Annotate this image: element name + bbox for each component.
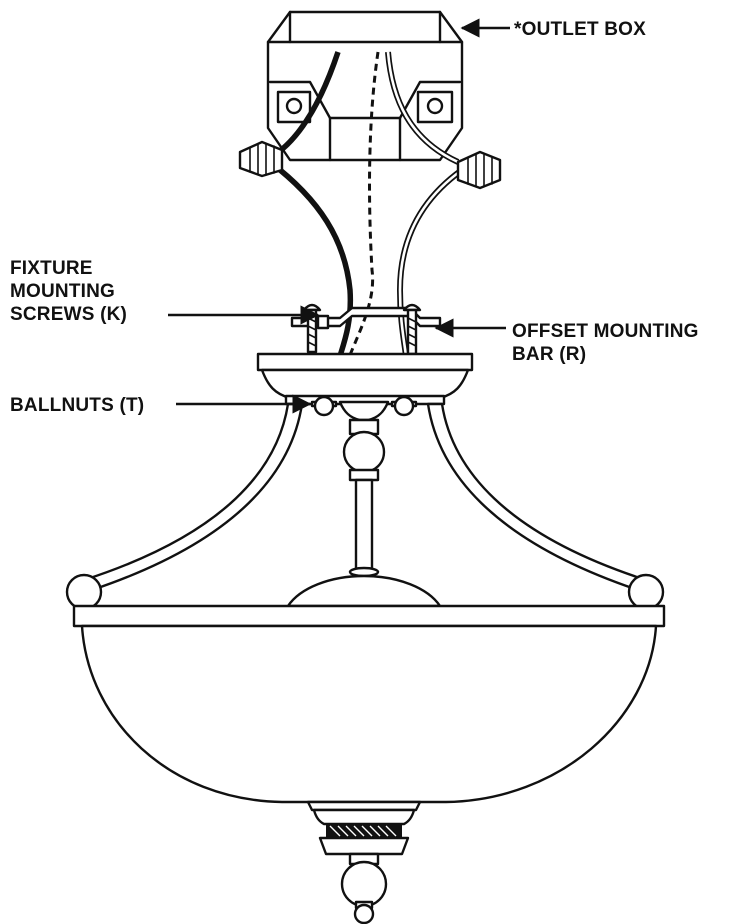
ballnut-left [310, 395, 338, 417]
glass-bowl [80, 624, 658, 804]
bottom-finial [306, 800, 422, 924]
fixture-screws-label-line3: SCREWS (K) [10, 304, 127, 325]
offset-bar-label-line2: BAR (R) [512, 344, 586, 365]
wire-nut-right [456, 150, 502, 190]
canopy [256, 352, 474, 406]
fixture-mounting-screw-right [402, 303, 422, 356]
arm-finial-right [627, 573, 665, 611]
outlet-box-label: *OUTLET BOX [514, 19, 646, 40]
wires [268, 51, 464, 357]
offset-bar-label-line1: OFFSET MOUNTING [512, 321, 699, 342]
ballnuts-label: BALLNUTS (T) [10, 395, 144, 416]
center-stem [338, 400, 390, 578]
fixture-screws-label-line1: FIXTURE [10, 258, 93, 279]
wire-nut-left [238, 140, 284, 178]
fixture-screws-label-line2: MOUNTING [10, 281, 115, 302]
glass-support-ring [72, 604, 666, 628]
ballnut-right [390, 395, 418, 417]
arm-finial-left [65, 573, 103, 611]
fixture-mounting-screw-left [302, 303, 330, 354]
center-dome [286, 574, 442, 608]
